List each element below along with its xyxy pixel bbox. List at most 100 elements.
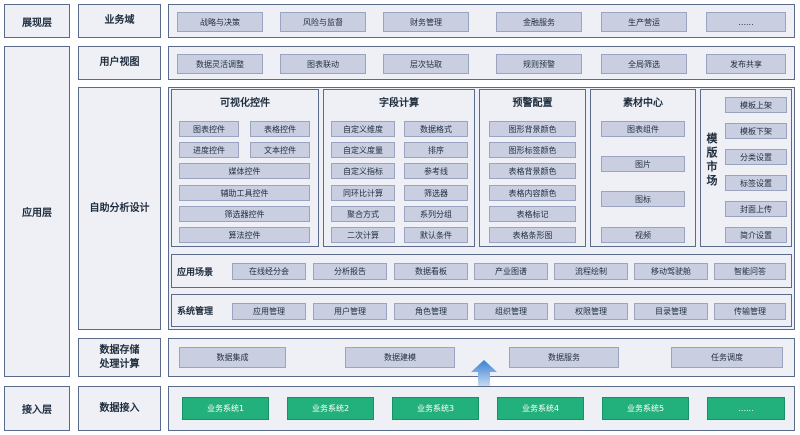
business-item: 风险与监督	[280, 12, 366, 32]
field-item: 聚合方式	[331, 206, 395, 222]
alert-item: 表格条形图	[489, 227, 576, 243]
scene-item: 数据看板	[394, 263, 468, 280]
layer-application: 应用层	[4, 46, 70, 377]
template-item: 标签设置	[725, 175, 787, 191]
layer-access: 接入层	[4, 386, 70, 431]
material-item: 图表组件	[601, 121, 685, 137]
domain-data-access: 数据接入	[78, 386, 161, 431]
alert-item: 表格背景颜色	[489, 163, 576, 179]
user-view-item: 全局筛选	[601, 54, 687, 74]
visual-item: 文本控件	[250, 142, 310, 158]
template-item: 模板下架	[725, 123, 787, 139]
field-item: 同环比计算	[331, 185, 395, 201]
system-label: 系统管理	[177, 307, 214, 317]
access-item: 业务系统1	[182, 397, 269, 420]
storage-item: 数据服务	[509, 347, 619, 368]
domain-storage-line2: 处理计算	[99, 358, 140, 370]
field-item: 默认条件	[404, 227, 468, 243]
panel-material-center: 素材中心 图表组件 图片 图标 视频	[590, 89, 696, 247]
panel-material-title: 素材中心	[623, 98, 663, 109]
field-item: 自定义维度	[331, 121, 395, 137]
scene-item: 在线经分会	[232, 263, 306, 280]
visual-item: 媒体控件	[179, 163, 310, 179]
domain-self-analysis: 自助分析设计	[78, 87, 161, 330]
visual-item: 算法控件	[179, 227, 310, 243]
business-item: 生产营运	[601, 12, 687, 32]
system-item: 传输管理	[714, 303, 786, 320]
field-item: 自定义指标	[331, 163, 395, 179]
template-item: 简介设置	[725, 227, 787, 243]
alert-item: 表格内容颜色	[489, 185, 576, 201]
business-item: ......	[706, 12, 786, 32]
access-item: ......	[707, 397, 785, 420]
system-item: 权限管理	[554, 303, 628, 320]
system-item: 用户管理	[313, 303, 387, 320]
business-item: 财务管理	[383, 12, 469, 32]
template-item: 封面上传	[725, 201, 787, 217]
field-item: 筛选器	[404, 185, 468, 201]
domain-storage-line1: 数据存储	[99, 344, 140, 356]
panel-field-calc: 字段计算 自定义维度 数据格式 自定义度量 排序 自定义指标 参考线 同环比计算…	[323, 89, 475, 247]
system-item: 角色管理	[394, 303, 468, 320]
access-item: 业务系统2	[287, 397, 374, 420]
material-item: 视频	[601, 227, 685, 243]
template-item: 模板上架	[725, 97, 787, 113]
material-item: 图片	[601, 156, 685, 172]
scene-item: 智能问答	[714, 263, 786, 280]
system-item: 组织管理	[474, 303, 548, 320]
user-view-item: 图表联动	[280, 54, 366, 74]
visual-item: 筛选器控件	[179, 206, 310, 222]
access-item: 业务系统4	[497, 397, 584, 420]
field-item: 自定义度量	[331, 142, 395, 158]
scenes-row: 应用场景 在线经分会 分析报告 数据看板 产业图谱 流程绘制 移动驾驶舱 智能问…	[171, 254, 792, 288]
panel-visual-title: 可视化控件	[220, 98, 270, 109]
field-item: 参考线	[404, 163, 468, 179]
layer-presentation: 展现层	[4, 4, 70, 38]
domain-user-view: 用户视图	[78, 46, 161, 80]
business-area: 战略与决策 风险与监督 财务管理 金融服务 生产营运 ......	[168, 4, 795, 38]
template-item: 分类设置	[725, 149, 787, 165]
panel-template-title: 模版市场	[706, 132, 718, 187]
system-item: 应用管理	[232, 303, 306, 320]
alert-item: 图形背景颜色	[489, 121, 576, 137]
system-item: 目录管理	[634, 303, 708, 320]
scene-item: 产业图谱	[474, 263, 548, 280]
storage-item: 数据建模	[345, 347, 455, 368]
access-item: 业务系统3	[392, 397, 479, 420]
alert-item: 表格标记	[489, 206, 576, 222]
access-item: 业务系统5	[602, 397, 689, 420]
domain-storage: 数据存储 处理计算	[78, 338, 161, 377]
user-view-item: 规则预警	[496, 54, 582, 74]
visual-item: 图表控件	[179, 121, 239, 137]
user-view-item: 层次钻取	[383, 54, 469, 74]
panel-alert-title: 预警配置	[512, 98, 553, 109]
panel-visual-controls: 可视化控件 图表控件 表格控件 进度控件 文本控件 媒体控件 辅助工具控件 筛选…	[171, 89, 319, 247]
user-view-item: 数据灵活调整	[177, 54, 263, 74]
business-item: 金融服务	[496, 12, 582, 32]
panel-field-title: 字段计算	[379, 98, 419, 109]
panel-template-market: 模版市场 模板上架 模板下架 分类设置 标签设置 封面上传 简介设置	[700, 89, 792, 247]
system-row: 系统管理 应用管理 用户管理 角色管理 组织管理 权限管理 目录管理 传输管理	[171, 294, 792, 327]
alert-item: 图形标签颜色	[489, 142, 576, 158]
business-item: 战略与决策	[177, 12, 263, 32]
field-item: 二次计算	[331, 227, 395, 243]
storage-item: 数据集成	[179, 347, 286, 368]
field-item: 排序	[404, 142, 468, 158]
storage-item: 任务调度	[671, 347, 783, 368]
scenes-label: 应用场景	[177, 267, 214, 278]
field-item: 数据格式	[404, 121, 468, 137]
field-item: 系列分组	[404, 206, 468, 222]
visual-item: 进度控件	[179, 142, 239, 158]
visual-item: 表格控件	[250, 121, 310, 137]
panel-alert-config: 预警配置 图形背景颜色 图形标签颜色 表格背景颜色 表格内容颜色 表格标记 表格…	[479, 89, 586, 247]
scene-item: 移动驾驶舱	[634, 263, 708, 280]
domain-business: 业务域	[78, 4, 161, 38]
scene-item: 分析报告	[313, 263, 387, 280]
access-area: 业务系统1 业务系统2 业务系统3 业务系统4 业务系统5 ......	[168, 386, 795, 431]
material-item: 图标	[601, 191, 685, 207]
scene-item: 流程绘制	[554, 263, 628, 280]
user-view-item: 发布共享	[706, 54, 786, 74]
up-arrow-icon	[471, 360, 497, 388]
visual-item: 辅助工具控件	[179, 185, 310, 201]
user-view-area: 数据灵活调整 图表联动 层次钻取 规则预警 全局筛选 发布共享	[168, 46, 795, 80]
